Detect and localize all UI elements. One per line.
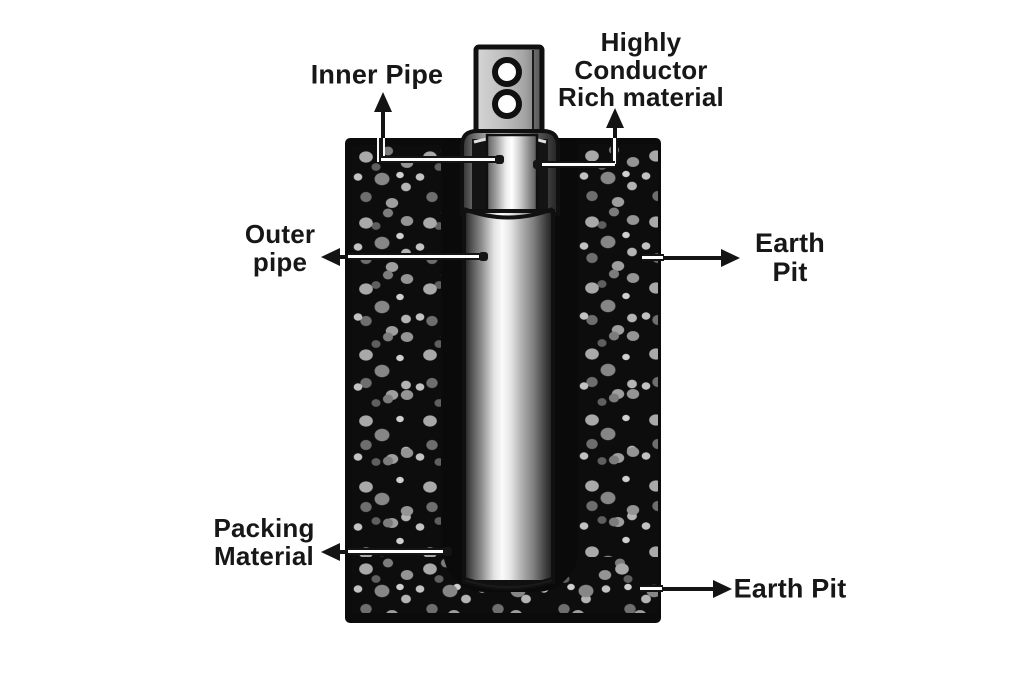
inner-pipe-arrow bbox=[374, 92, 392, 112]
inner-pipe-leader-line bbox=[381, 156, 499, 163]
earth-pit-bottom-leader-line bbox=[640, 585, 663, 592]
conductor-material-label: Highly Conductor Rich material bbox=[558, 26, 724, 112]
earth-pit-right-arrow bbox=[721, 249, 740, 267]
earth-pit-bottom-leader-line bbox=[662, 587, 714, 591]
bore-hole bbox=[443, 138, 578, 592]
inner-pipe-leader-end bbox=[495, 155, 504, 164]
earth-pit-bottom-arrow bbox=[713, 580, 732, 598]
packing-material-leader-line bbox=[348, 548, 447, 555]
earth-pit-right-label: Earth Pit bbox=[754, 228, 826, 287]
conductor-material-leader-line bbox=[613, 126, 617, 140]
gravel-fill-left bbox=[352, 145, 441, 613]
earth-pit-right-leader-line bbox=[663, 256, 722, 260]
lug-hole-bottom bbox=[492, 89, 522, 119]
outer-pipe-leader-end bbox=[479, 252, 488, 261]
earth-pit-right-leader-line bbox=[642, 254, 664, 261]
outer-pipe-arrow bbox=[321, 248, 340, 266]
outer-pipe-leader-line bbox=[339, 255, 349, 259]
inner-pipe-leader-line bbox=[381, 110, 385, 140]
conductor-material-arrow bbox=[606, 108, 624, 128]
terminal-lug bbox=[473, 44, 545, 136]
packing-material-leader-end bbox=[443, 547, 452, 556]
gravel-fill-right bbox=[578, 144, 658, 613]
earth-pit-bottom-label: Earth Pit bbox=[733, 573, 847, 604]
conductor-material-leader-line bbox=[538, 161, 615, 168]
inner-pipe-leader-line bbox=[377, 138, 385, 162]
outer-pipe-label: Outer pipe bbox=[244, 219, 316, 277]
lug-hole-top bbox=[492, 57, 522, 87]
conductor-material-leader-end bbox=[533, 160, 542, 169]
packing-material-arrow bbox=[321, 543, 340, 561]
packing-material-label: Packing Material bbox=[213, 513, 315, 571]
packing-material-leader-line bbox=[339, 550, 349, 554]
inner-pipe-label: Inner Pipe bbox=[310, 59, 444, 90]
outer-pipe-leader-line bbox=[348, 253, 482, 260]
conductor-material-leader-line bbox=[611, 138, 618, 164]
